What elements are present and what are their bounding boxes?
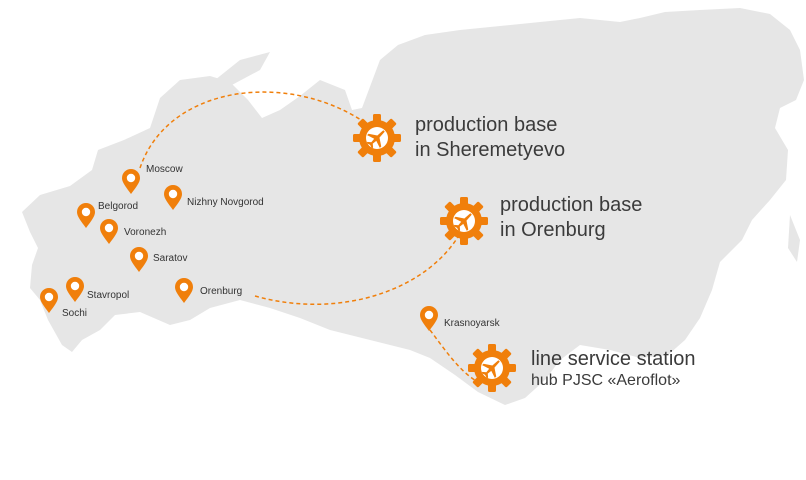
base-location: hub PJSC «Aeroflot» (531, 372, 681, 389)
city-label-orenburg: Orenburg (200, 286, 243, 297)
gear-airplane-icon (353, 114, 401, 162)
city-label-krasnoyarsk: Krasnoyarsk (444, 318, 500, 329)
base-label-line-station: line service station hub PJSC «Aeroflot» (531, 347, 696, 391)
city-label-moscow: Moscow (146, 164, 183, 175)
city-label-belgorod: Belgorod (98, 201, 139, 212)
gear-airplane-icon (440, 197, 488, 245)
base-location: in Orenburg (500, 219, 606, 241)
gear-airplane-icon (468, 344, 516, 392)
base-label-orenburg: production base in Orenburg (500, 193, 642, 243)
route-krasnoyarsk (429, 329, 479, 383)
russia-landmass (22, 8, 804, 405)
city-label-nizhny-novgorod: Nizhny Novgorod (187, 197, 264, 208)
city-label-sochi: Sochi (62, 308, 88, 319)
city-label-saratov: Saratov (153, 253, 188, 264)
base-title: production base (500, 194, 643, 216)
base-location: in Sheremetyevo (415, 139, 566, 161)
base-title: line service station (531, 348, 696, 370)
landmass-detail-sakhalin (788, 215, 800, 262)
base-title: production base (415, 114, 558, 136)
landmass-detail-islands (215, 52, 270, 86)
base-label-sheremetyevo: production base in Sheremetyevo (415, 113, 565, 163)
city-label-stavropol: Stavropol (87, 290, 130, 301)
city-label-voronezh: Voronezh (124, 227, 167, 238)
